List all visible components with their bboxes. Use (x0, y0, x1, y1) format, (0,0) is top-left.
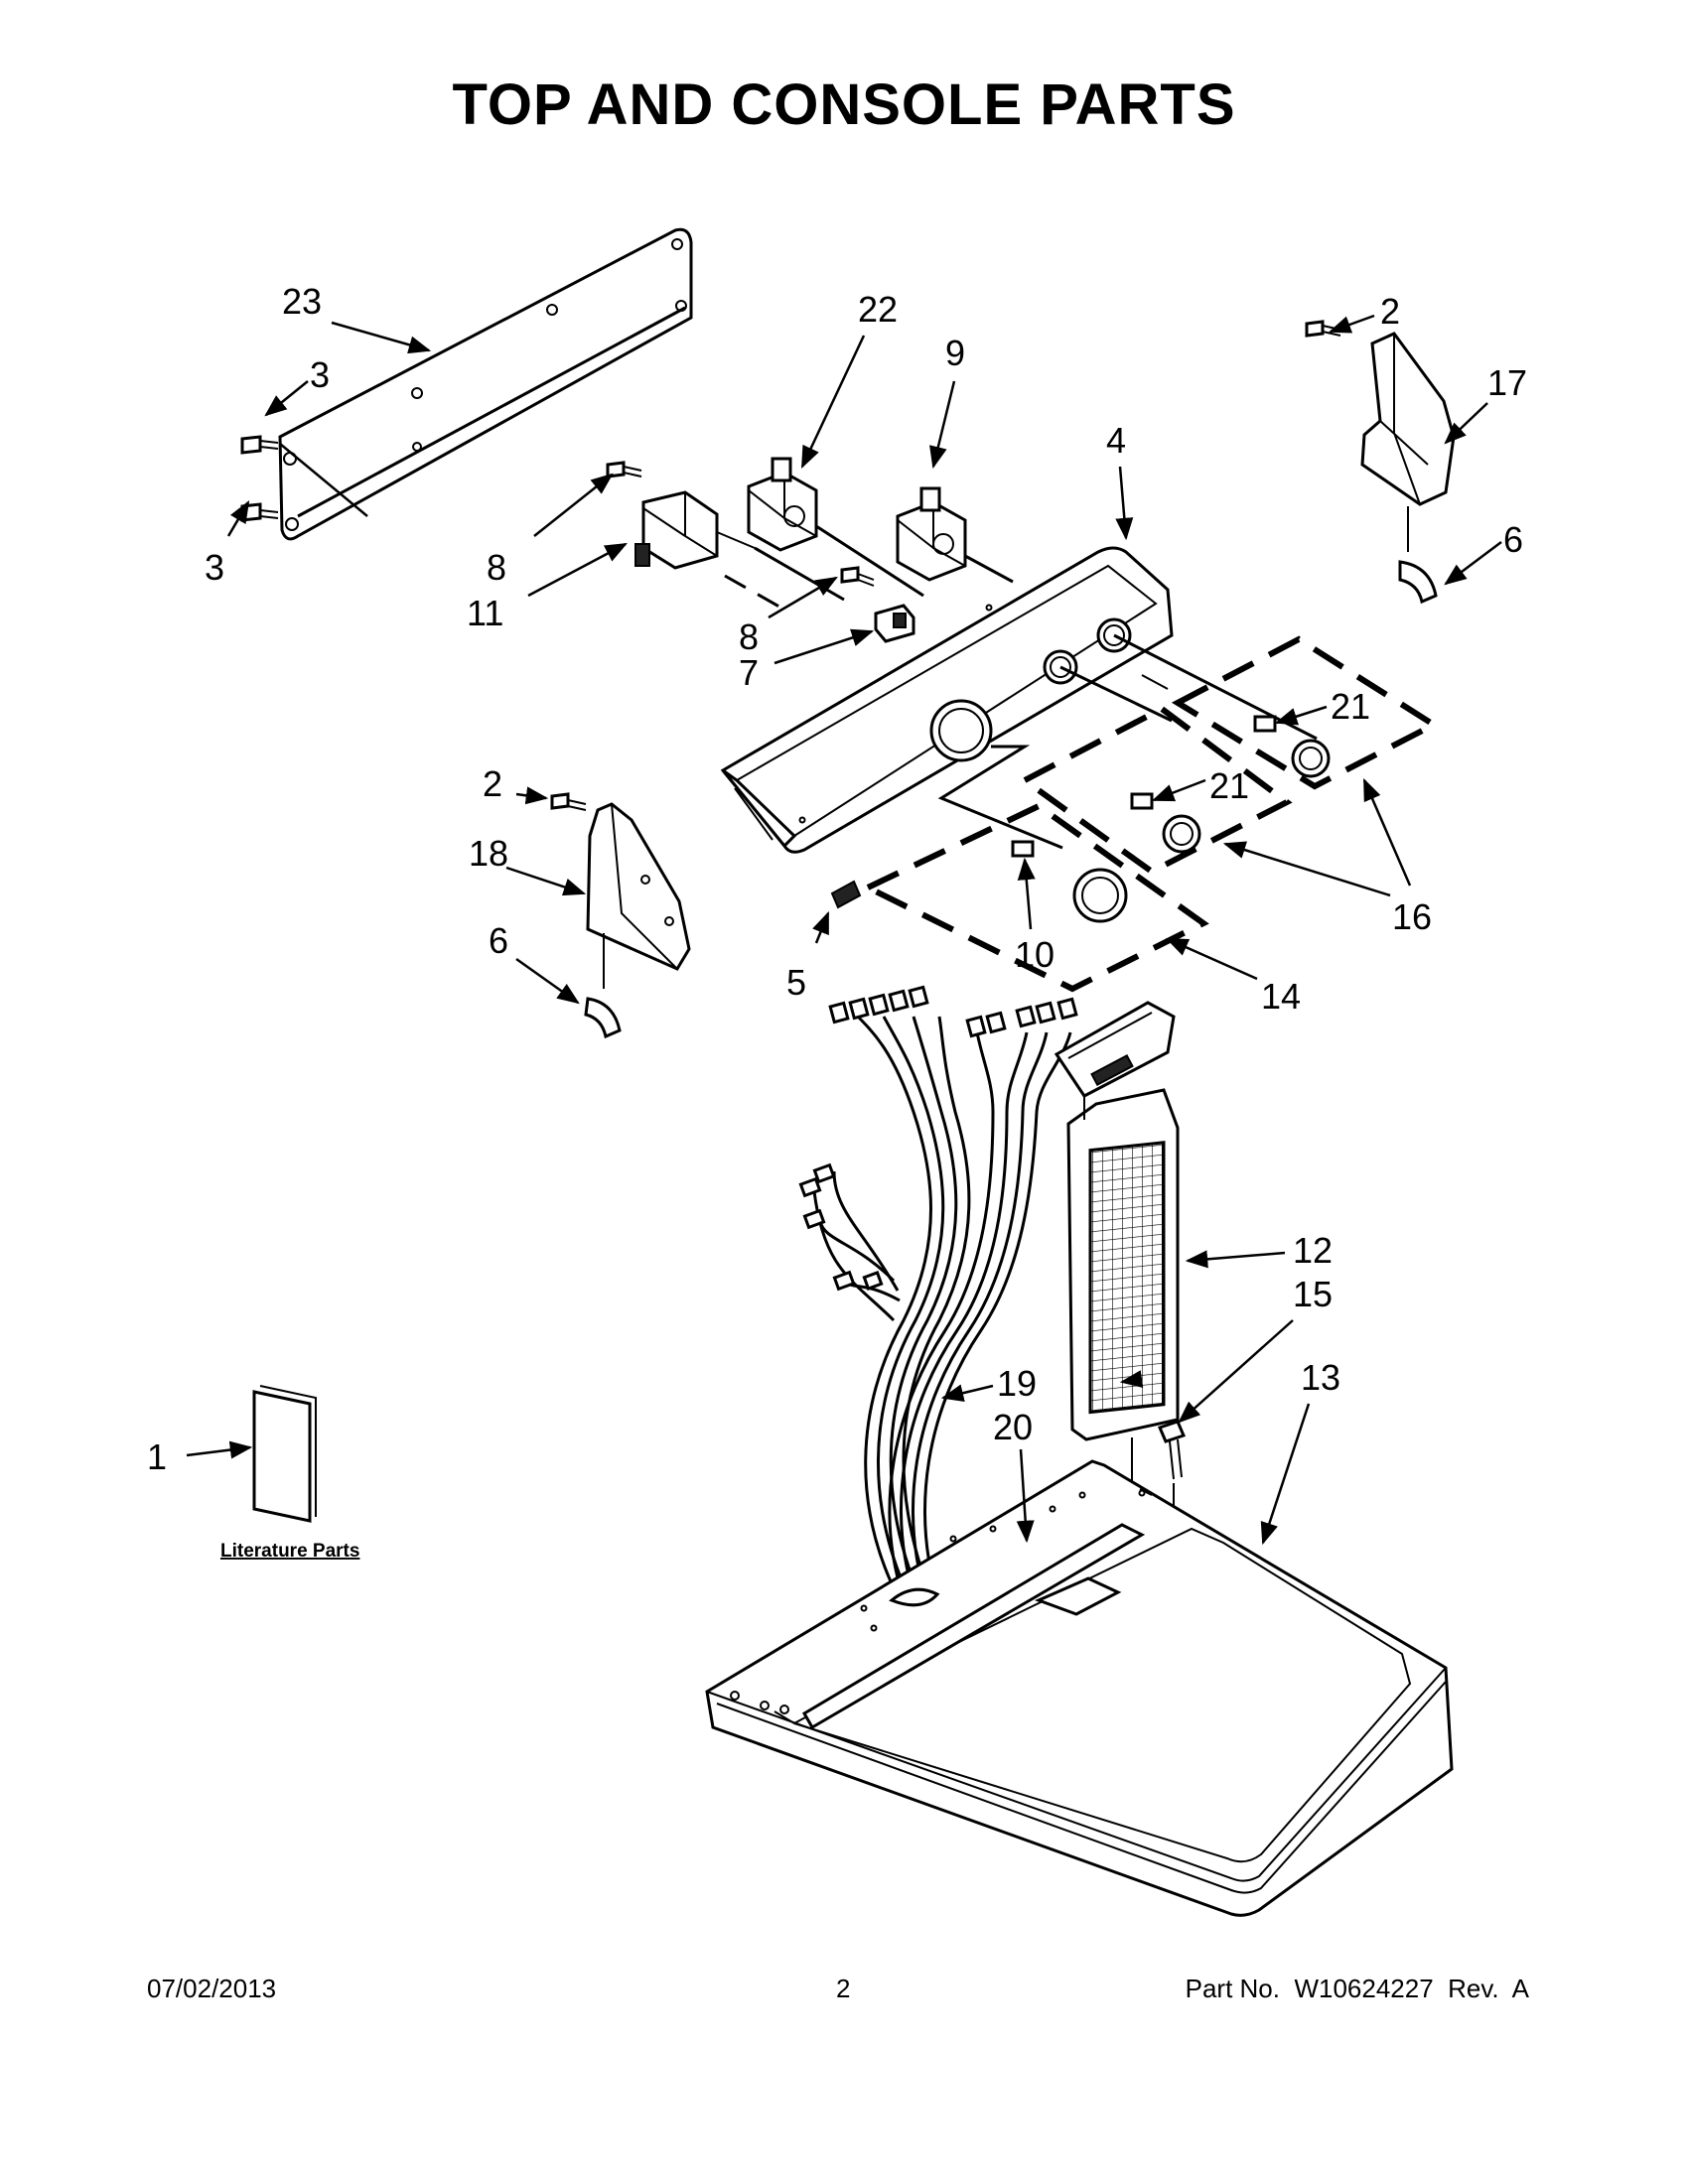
callout-11: 11 (467, 593, 503, 633)
callout-14: 14 (1261, 976, 1301, 1017)
callout-6: 6 (1503, 519, 1523, 560)
callout-8: 8 (739, 616, 759, 657)
footer-part-number: Part No. W10624227 Rev. A (1185, 1974, 1529, 2003)
end-cap-17 (1360, 332, 1456, 506)
rear-console-panel-23 (278, 227, 693, 541)
screw-15 (1157, 1420, 1187, 1480)
insert-10 (1011, 840, 1035, 858)
callout-18: 18 (469, 833, 508, 874)
callout-19: 19 (997, 1363, 1037, 1404)
callout-16: 16 (1392, 896, 1432, 937)
callout-23: 23 (282, 281, 322, 322)
callout-5: 5 (786, 962, 806, 1003)
callout-12: 12 (1293, 1230, 1333, 1271)
screw-2-right (1305, 320, 1341, 338)
callout-labels: 23 3 3 22 9 4 2 17 6 8 11 8 7 21 21 16 1… (147, 281, 1527, 1562)
callout-2: 2 (1380, 291, 1400, 332)
callout-13: 13 (1301, 1357, 1340, 1398)
screw-3-lower (240, 502, 279, 522)
screw-3-upper (240, 435, 279, 455)
switch-9 (896, 486, 967, 582)
callout-21: 21 (1209, 765, 1249, 806)
page-title: TOP AND CONSOLE PARTS (452, 72, 1236, 137)
leader-lines (186, 314, 1502, 1546)
lint-screen-12 (1054, 1001, 1180, 1441)
callout-20: 20 (993, 1407, 1033, 1447)
end-cap-18 (586, 802, 691, 971)
callout-7: 7 (739, 652, 759, 693)
console-4 (720, 546, 1174, 854)
callout-6: 6 (489, 920, 508, 961)
callout-3: 3 (310, 354, 330, 395)
callout-21: 21 (1331, 686, 1370, 727)
screw-2-left (550, 792, 587, 811)
literature-pack-1 (252, 1385, 317, 1523)
insert-21-lower (1130, 792, 1154, 810)
screw-8-lower (840, 566, 875, 587)
badge-5 (830, 880, 862, 909)
knob-16-upper (1291, 739, 1331, 778)
callout-15: 15 (1293, 1274, 1333, 1314)
top-panel-13 (705, 1459, 1454, 1917)
switch-22 (747, 457, 818, 552)
callout-9: 9 (945, 333, 965, 373)
callout-4: 4 (1106, 420, 1126, 461)
callout-3: 3 (205, 547, 224, 588)
wire-harness-19 (798, 985, 1078, 1605)
callout-17: 17 (1487, 362, 1527, 403)
timer-switch-11 (634, 490, 756, 570)
callout-1: 1 (147, 1436, 167, 1477)
clip-6-right (1398, 560, 1438, 605)
callout-10: 10 (1015, 934, 1055, 975)
knob-16-lower (1162, 814, 1201, 854)
footer-page-number: 2 (836, 1974, 851, 2003)
callout-22: 22 (858, 289, 898, 330)
callout-8: 8 (487, 547, 506, 588)
clip-6-left (584, 997, 622, 1039)
literature-parts-label: Literature Parts (220, 1541, 359, 1562)
screw-8-upper (606, 461, 642, 478)
clip-7 (874, 604, 915, 643)
knob-14 (1072, 868, 1128, 923)
insert-21-upper (1253, 715, 1277, 733)
footer-date: 07/02/2013 (147, 1974, 277, 2003)
callout-2: 2 (483, 763, 502, 804)
